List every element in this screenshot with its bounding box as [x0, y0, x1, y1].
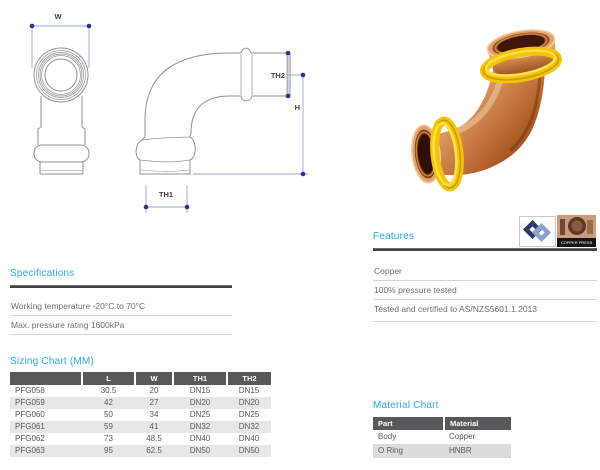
- value-cell: 59: [104, 422, 113, 431]
- value-cell: DN15: [189, 386, 211, 395]
- value-cell: DN25: [189, 410, 211, 419]
- part-number: PFG062: [15, 434, 45, 443]
- value-cell: 42: [104, 398, 113, 407]
- feature-item: Copper: [373, 251, 597, 281]
- value-cell: 50: [104, 410, 113, 419]
- value-cell: 73: [104, 434, 113, 443]
- value-cell: DN20: [189, 398, 211, 407]
- sizing-header-cell: L: [82, 372, 136, 385]
- specification-item: Working temperature -20°C to 70°C: [10, 288, 232, 316]
- sizing-header-cell: TH1: [173, 372, 228, 385]
- value-cell: DN32: [189, 422, 211, 431]
- value-cell: 30.5: [100, 386, 117, 395]
- feature-item: Tested and certified to AS/NZS5601.1.201…: [373, 300, 597, 322]
- dim-label-th1: TH1: [159, 190, 173, 199]
- value-cell: 95: [104, 446, 113, 455]
- sizing-row: PFG063 95 62.5 DN50 DN50: [10, 445, 271, 457]
- sizing-row: PFG061 59 41 DN32 DN32: [10, 421, 271, 433]
- sizing-header-cell: TH2: [227, 372, 271, 385]
- sizing-row: PFG059 42 27 DN20 DN20: [10, 397, 271, 409]
- value-cell: DN40: [189, 434, 211, 443]
- copper-press-label: COPPER PRESS: [561, 240, 593, 245]
- value-cell: 41: [149, 422, 159, 431]
- features-list: Copper 100% pressure tested Tested and c…: [373, 251, 597, 322]
- value-cell: DN25: [238, 410, 260, 419]
- sizing-chart-section: Sizing Chart (MM) L W TH1 TH2 PFG058 30.…: [10, 356, 271, 457]
- value-cell: DN32: [238, 422, 260, 431]
- sizing-row: PFG062 73 48.5 DN40 DN40: [10, 433, 271, 445]
- sizing-row: PFG060 50 34 DN25 DN25: [10, 409, 271, 421]
- features-title: Features: [373, 231, 415, 242]
- part-number: PFG061: [15, 422, 45, 431]
- value-cell: 62.5: [146, 446, 162, 455]
- part-number: PFG059: [15, 398, 45, 407]
- part-number: PFG060: [15, 410, 45, 419]
- material-chart-section: Material Chart Part Material Body Copper…: [373, 400, 511, 458]
- features-rule: [373, 248, 597, 251]
- material-chart-table: Part Material Body Copper O Ring HNBR: [373, 417, 511, 458]
- sizing-header-cell: W: [135, 372, 174, 385]
- material-chart-title: Material Chart: [373, 400, 439, 411]
- specifications-section: Specifications Working temperature -20°C…: [10, 268, 232, 335]
- top-oring: [479, 46, 563, 84]
- value-cell: DN50: [189, 446, 211, 455]
- technical-drawing: W TH2 H TH1: [29, 12, 308, 213]
- material-header-row: Part Material: [373, 417, 511, 430]
- material-row: Body Copper: [373, 430, 511, 444]
- value-cell: DN15: [238, 386, 260, 395]
- sizing-row: PFG058 30.5 20 DN15 DN15: [10, 385, 271, 397]
- value-cell: 34: [149, 410, 159, 419]
- part-number: PFG058: [15, 386, 45, 395]
- dim-label-w: W: [54, 12, 62, 21]
- front-view-drawing: [33, 47, 90, 175]
- value-cell: DN20: [238, 398, 260, 407]
- sizing-chart-table: L W TH1 TH2 PFG058 30.5 20 DN15 DN15 PFG…: [10, 372, 271, 457]
- material-row: O Ring HNBR: [373, 444, 511, 458]
- material-header-cell: Part: [373, 417, 445, 430]
- specifications-list: Working temperature -20°C to 70°C Max. p…: [10, 288, 232, 335]
- material-header-cell: Material: [444, 417, 511, 430]
- specification-item: Max. pressure rating 1600kPa: [10, 316, 232, 335]
- dim-label-th2: TH2: [271, 71, 285, 80]
- value-cell: 48.5: [146, 434, 162, 443]
- press-system-logo: [519, 216, 556, 247]
- sizing-header-cell: [10, 372, 83, 385]
- left-oring: [430, 116, 464, 192]
- part-cell: Body: [378, 432, 397, 441]
- specifications-rule: [10, 285, 232, 288]
- dim-label-h: H: [295, 103, 300, 112]
- value-cell: DN50: [238, 446, 260, 455]
- specifications-title: Specifications: [10, 268, 75, 279]
- value-cell: DN40: [238, 434, 260, 443]
- product-photo-copper-elbow: [411, 29, 563, 192]
- sizing-header-row: L W TH1 TH2: [10, 372, 271, 385]
- value-cell: 27: [149, 398, 159, 407]
- feature-item: 100% pressure tested: [373, 281, 597, 300]
- material-cell: Copper: [449, 432, 476, 441]
- dimension-lines: W TH2 H TH1: [29, 12, 308, 213]
- part-number: PFG063: [15, 446, 45, 455]
- material-cell: HNBR: [449, 446, 472, 455]
- value-cell: 20: [149, 386, 159, 395]
- part-cell: O Ring: [378, 446, 403, 455]
- features-section: Features Copper 100% pressure tested Tes…: [373, 231, 597, 322]
- side-view-drawing: [135, 47, 291, 175]
- sizing-chart-title: Sizing Chart (MM): [10, 356, 94, 367]
- copper-press-logo: COPPER PRESS: [557, 215, 596, 247]
